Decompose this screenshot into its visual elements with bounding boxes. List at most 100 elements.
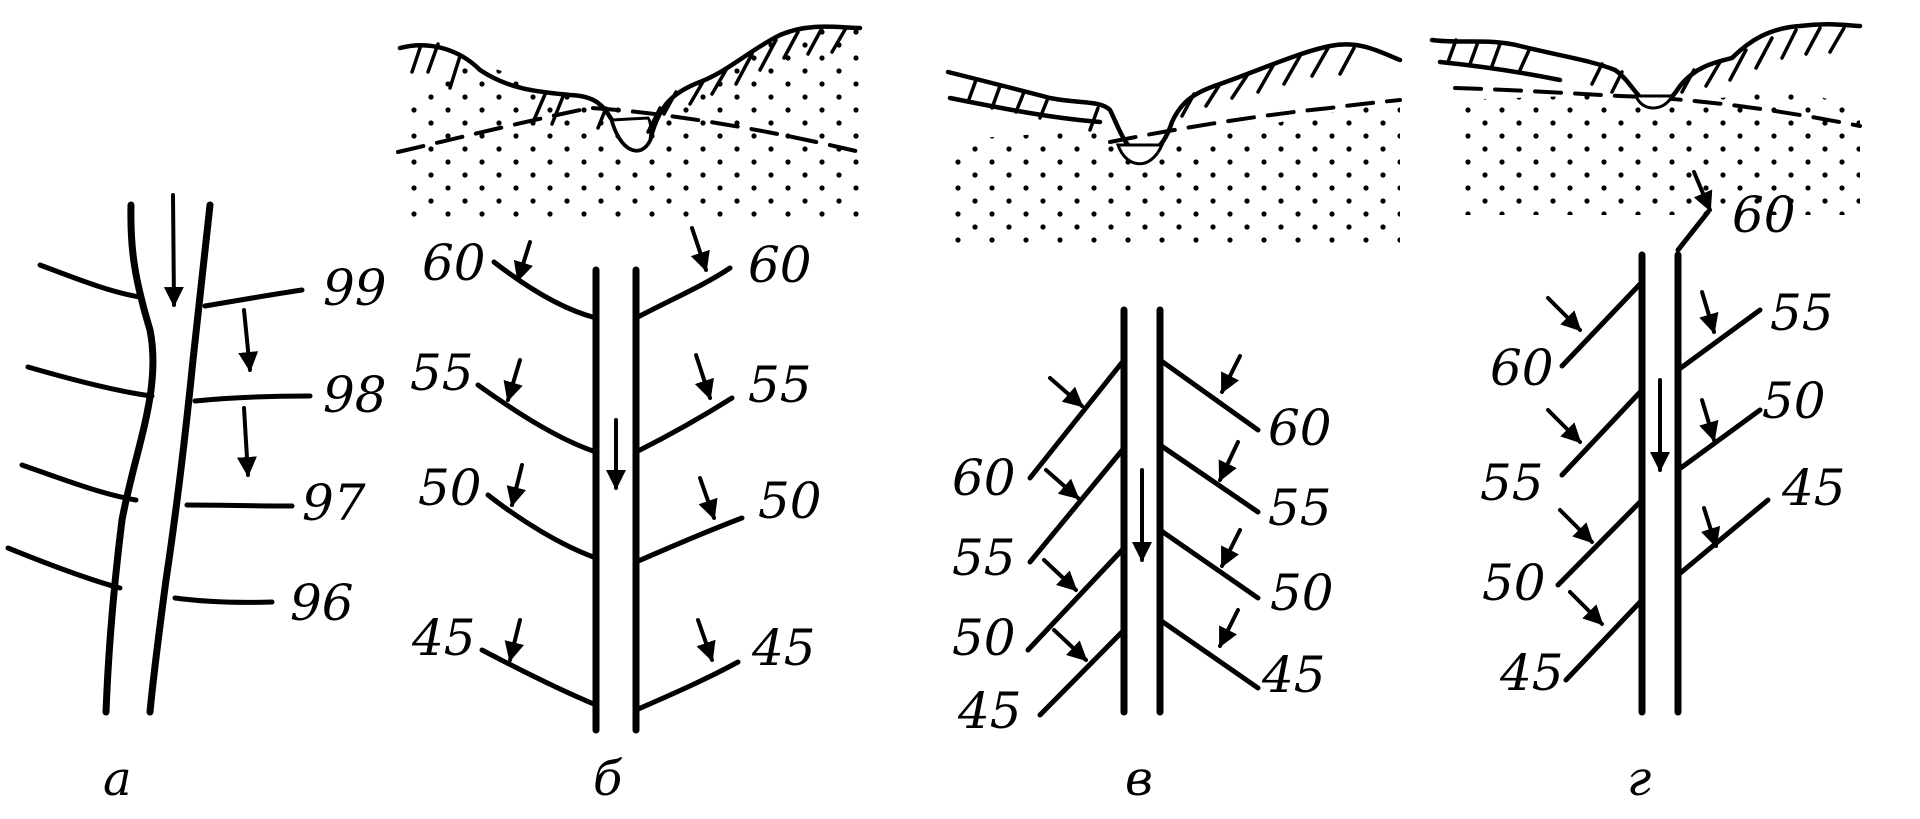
panel-a-stream-right-bank xyxy=(146,201,214,716)
panel-v-contour-left-60 xyxy=(1027,357,1127,481)
panel-g-seepage-arrow-1 xyxy=(1692,170,1713,212)
panel-g-water-table xyxy=(1453,86,1862,128)
panel-g-seepage-arrow-3 xyxy=(1546,408,1582,444)
panel-v-contour-right-60 xyxy=(1157,357,1261,433)
panel-a-stream-contours: 99 98 97 96 а xyxy=(5,193,387,807)
panel-g-cross-section xyxy=(1429,21,1863,215)
panel-g-left-label-45: 45 xyxy=(1499,644,1564,702)
panel-a-slope-arrow-2 xyxy=(236,406,257,477)
panel-b-left-label-60: 60 xyxy=(422,234,486,292)
panel-v-contour-right-50 xyxy=(1157,527,1261,601)
panel-g-seepage-arrow-5 xyxy=(1568,590,1604,626)
panel-g-right-label-45: 45 xyxy=(1781,459,1846,517)
panel-v-contour-left-55 xyxy=(1027,445,1127,565)
panel-a-flow-arrow xyxy=(163,193,184,307)
panel-b-water-table xyxy=(396,106,862,154)
panel-g-right-label-50: 50 xyxy=(1762,372,1826,430)
panel-v-left-label-50: 50 xyxy=(952,609,1016,667)
panel-b-seepage-arrow-6 xyxy=(694,353,714,400)
panel-b-seepage-arrow-2 xyxy=(503,358,523,402)
panel-a-contour-right-96 xyxy=(172,595,275,605)
panel-b-seepage-arrow-1 xyxy=(513,240,533,282)
panel-v-right-label-45: 45 xyxy=(1261,646,1326,704)
panel-a-contour-left-2 xyxy=(25,364,155,399)
panel-g-right-label-55: 55 xyxy=(1770,284,1834,342)
panel-b-right-label-50: 50 xyxy=(758,472,822,530)
panel-v-influent-stream: 60 55 50 45 60 55 50 45 в xyxy=(945,42,1403,807)
panel-g-seepage-arrow-7 xyxy=(1699,398,1719,442)
panel-g-contour-left-50 xyxy=(1555,497,1645,588)
panel-b-contour-left-55 xyxy=(475,382,599,455)
panel-v-ground-surface xyxy=(945,42,1403,155)
panel-v-contour-right-45 xyxy=(1157,617,1261,691)
panel-b-seepage-arrow-5 xyxy=(690,226,710,272)
panel-b-contour-left-45 xyxy=(479,647,599,708)
panel-b-surface-hatching xyxy=(410,26,848,134)
panel-v-right-label-60: 60 xyxy=(1268,399,1332,457)
panel-b-contour-right-60 xyxy=(633,265,733,321)
panel-g-contour-left-45 xyxy=(1563,597,1645,683)
panel-a-contour-label-97: 97 xyxy=(302,474,366,532)
panel-v-right-label-50: 50 xyxy=(1270,564,1334,622)
panel-b-cross-section xyxy=(396,24,863,220)
panel-g-left-label-55: 55 xyxy=(1480,454,1544,512)
panel-b-effluent-stream: 60 55 50 45 60 55 50 45 б xyxy=(396,24,863,807)
panel-a-contour-left-3 xyxy=(19,462,139,503)
panel-b-left-label-50: 50 xyxy=(418,459,482,517)
panel-v-label: в xyxy=(1125,751,1153,807)
panel-v-surface-hatching xyxy=(966,46,1356,132)
panel-g-contour-right-60 xyxy=(1675,209,1711,253)
panel-v-seepage-arrow-3 xyxy=(1042,558,1078,592)
panel-g-left-label-60: 60 xyxy=(1490,339,1554,397)
panel-b-contour-left-60 xyxy=(491,259,599,321)
panel-b-contour-right-45 xyxy=(633,659,741,713)
panel-b-seepage-arrow-3 xyxy=(506,463,527,507)
panel-b-seepage-arrow-4 xyxy=(504,618,525,662)
panel-g-contour-right-50 xyxy=(1675,407,1763,473)
panel-b-left-label-45: 45 xyxy=(411,609,476,667)
panel-v-left-label-60: 60 xyxy=(952,449,1016,507)
panel-b-seepage-arrow-7 xyxy=(698,476,718,520)
panel-v-water-table xyxy=(1108,98,1402,144)
panel-g-left-label-50: 50 xyxy=(1482,554,1546,612)
panel-v-left-label-45: 45 xyxy=(957,682,1022,740)
panel-g-right-label-60: 60 xyxy=(1732,186,1796,244)
panel-v-left-label-55: 55 xyxy=(952,529,1016,587)
panel-v-seepage-arrow-2 xyxy=(1044,468,1080,500)
panel-b-right-label-55: 55 xyxy=(748,356,812,414)
panel-b-right-label-60: 60 xyxy=(748,236,812,294)
panel-b-contour-left-50 xyxy=(485,492,599,561)
panel-g-upper-layer xyxy=(1437,59,1563,83)
panel-g-contour-left-55 xyxy=(1559,387,1645,478)
panel-g-surface-hatching xyxy=(1446,26,1846,94)
panel-g-contour-right-55 xyxy=(1675,307,1763,373)
panel-v-seepage-arrow-7 xyxy=(1220,528,1242,568)
panel-b-right-label-45: 45 xyxy=(751,619,816,677)
panel-a-contour-right-97 xyxy=(184,502,295,509)
panel-v-cross-section xyxy=(945,42,1403,250)
panel-v-contour-left-45 xyxy=(1037,627,1127,718)
panel-b-contour-right-50 xyxy=(633,515,745,565)
panel-a-contour-right-99 xyxy=(202,287,305,309)
panel-a-stream-left-bank xyxy=(102,201,157,716)
panel-b-label: б xyxy=(593,751,623,807)
panel-g-contour-left-60 xyxy=(1559,279,1645,369)
panel-g-label: г xyxy=(1627,751,1651,807)
panel-g-seepage-arrow-2 xyxy=(1546,296,1582,332)
panel-v-seepage-arrow-1 xyxy=(1048,376,1084,408)
panel-v-seepage-arrow-4 xyxy=(1052,628,1088,662)
panel-v-seepage-arrow-8 xyxy=(1218,608,1240,648)
panel-a-contour-left-1 xyxy=(37,262,143,300)
panel-v-seepage-arrow-5 xyxy=(1220,354,1242,394)
panel-a-contour-label-96: 96 xyxy=(290,574,354,632)
panel-v-seepage-arrow-6 xyxy=(1218,440,1240,482)
panel-a-contour-right-98 xyxy=(192,393,313,404)
panel-g-contour-right-45 xyxy=(1675,497,1771,578)
panel-g-seepage-arrow-8 xyxy=(1701,506,1721,548)
panel-g-seepage-arrow-6 xyxy=(1699,290,1719,334)
panel-b-left-label-55: 55 xyxy=(410,344,474,402)
panel-g-seepage-arrow-4 xyxy=(1558,508,1594,544)
panel-b-contour-right-55 xyxy=(633,395,735,455)
panel-a-label: а xyxy=(103,751,132,807)
